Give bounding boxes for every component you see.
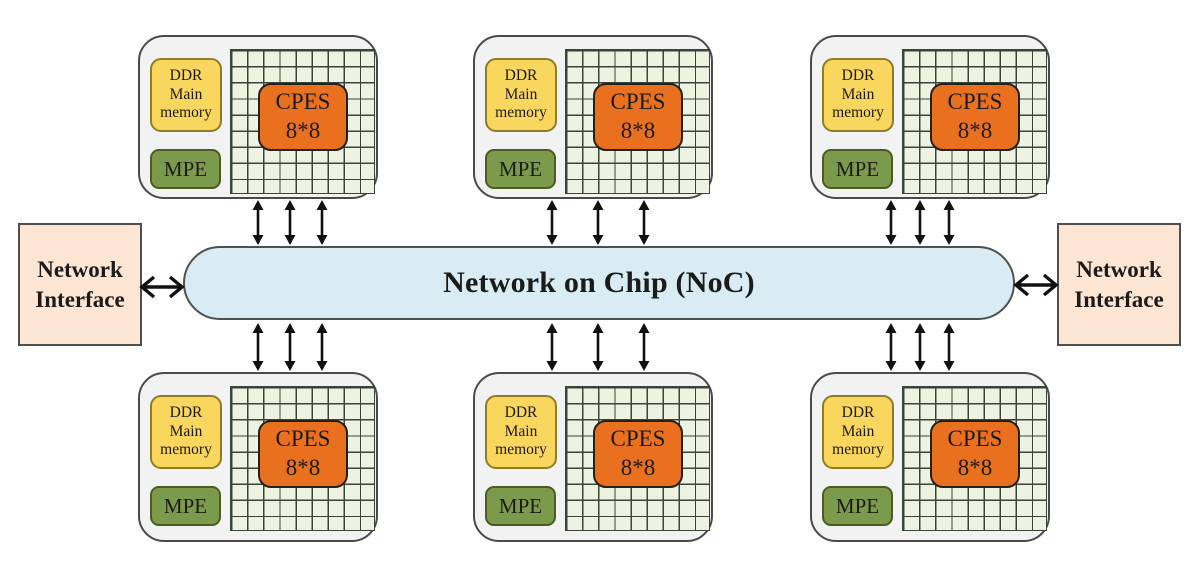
ddr-label-line2: Main	[841, 422, 875, 440]
pe-grid	[565, 49, 710, 194]
ddr-label-line1: DDR	[169, 404, 203, 422]
network-interface-label-line2: Interface	[1074, 286, 1164, 312]
cpes-box: CPES 8*8	[593, 83, 683, 151]
ddr-main-memory-box: DDR Main memory	[150, 58, 222, 132]
mpe-box: MPE	[822, 149, 893, 189]
processor-tile-5: DDR Main memory CPES 8*8 MPE	[473, 372, 713, 542]
ddr-label-line3: memory	[495, 104, 547, 122]
ddr-label-line2: Main	[169, 85, 203, 103]
noc-bus-label: Network on Chip (NoC)	[443, 266, 755, 299]
cpes-label-line2: 8*8	[620, 455, 656, 480]
cpes-box: CPES 8*8	[930, 420, 1020, 488]
network-interface-left: Network Interface	[18, 223, 142, 346]
cpes-label-line1: CPES	[275, 89, 331, 115]
processor-tile-6: DDR Main memory CPES 8*8 MPE	[810, 372, 1050, 542]
ddr-main-memory-box: DDR Main memory	[485, 58, 557, 132]
processor-tile-3: DDR Main memory CPES 8*8 MPE	[810, 35, 1050, 199]
ddr-label-line3: memory	[160, 104, 212, 122]
ddr-label-line1: DDR	[504, 404, 538, 422]
ddr-label-line2: Main	[504, 422, 538, 440]
ddr-label-line1: DDR	[504, 67, 538, 85]
bidirectional-arrow-left	[139, 275, 185, 299]
ddr-label-line1: DDR	[169, 67, 203, 85]
tile-bus-arrows-bottom-1	[252, 323, 328, 371]
tile-bus-arrows-bottom-3	[885, 323, 955, 371]
processor-tile-4: DDR Main memory CPES 8*8 MPE	[138, 372, 378, 542]
pe-grid	[565, 386, 710, 531]
ddr-label-line1: DDR	[841, 67, 875, 85]
pe-grid	[230, 386, 375, 531]
mpe-box: MPE	[485, 486, 556, 526]
bidirectional-arrow-right	[1013, 273, 1059, 297]
mpe-box: MPE	[485, 149, 556, 189]
ddr-main-memory-box: DDR Main memory	[822, 395, 894, 469]
noc-bus: Network on Chip (NoC)	[183, 246, 1015, 320]
cpes-label-line1: CPES	[275, 426, 331, 452]
ddr-label-line2: Main	[169, 422, 203, 440]
mpe-box: MPE	[150, 486, 221, 526]
tile-bus-arrows-bottom-2	[546, 323, 650, 371]
network-interface-label-line1: Network	[1076, 257, 1162, 283]
ddr-main-memory-box: DDR Main memory	[485, 395, 557, 469]
mpe-box: MPE	[150, 149, 221, 189]
cpes-box: CPES 8*8	[930, 83, 1020, 151]
ddr-label-line3: memory	[832, 441, 884, 459]
network-interface-right: Network Interface	[1057, 223, 1181, 346]
ddr-label-line3: memory	[832, 104, 884, 122]
cpes-label-line1: CPES	[610, 426, 666, 452]
processor-tile-1: DDR Main memory CPES 8*8 MPE	[138, 35, 378, 199]
network-interface-left-label: Network Interface	[35, 255, 124, 314]
tile-bus-arrows-top-2	[546, 200, 650, 245]
processor-tile-2: DDR Main memory CPES 8*8 MPE	[473, 35, 713, 199]
network-interface-right-label: Network Interface	[1074, 255, 1163, 314]
tile-bus-arrows-top-3	[885, 200, 955, 245]
ddr-label-line1: DDR	[841, 404, 875, 422]
cpes-label-line2: 8*8	[957, 455, 993, 480]
tile-bus-arrows-top-1	[252, 200, 328, 245]
mpe-box: MPE	[822, 486, 893, 526]
cpes-label-line2: 8*8	[620, 118, 656, 143]
ddr-main-memory-box: DDR Main memory	[822, 58, 894, 132]
cpes-label-line1: CPES	[947, 89, 1003, 115]
cpes-label-line2: 8*8	[285, 455, 321, 480]
cpes-box: CPES 8*8	[593, 420, 683, 488]
network-interface-label-line1: Network	[37, 257, 123, 283]
cpes-label-line1: CPES	[947, 426, 1003, 452]
network-interface-label-line2: Interface	[35, 286, 125, 312]
cpes-label-line2: 8*8	[957, 118, 993, 143]
ddr-label-line3: memory	[160, 441, 212, 459]
ddr-main-memory-box: DDR Main memory	[150, 395, 222, 469]
cpes-box: CPES 8*8	[258, 83, 348, 151]
ddr-label-line3: memory	[495, 441, 547, 459]
cpes-label-line2: 8*8	[285, 118, 321, 143]
cpes-label-line1: CPES	[610, 89, 666, 115]
cpes-box: CPES 8*8	[258, 420, 348, 488]
ddr-label-line2: Main	[841, 85, 875, 103]
ddr-label-line2: Main	[504, 85, 538, 103]
